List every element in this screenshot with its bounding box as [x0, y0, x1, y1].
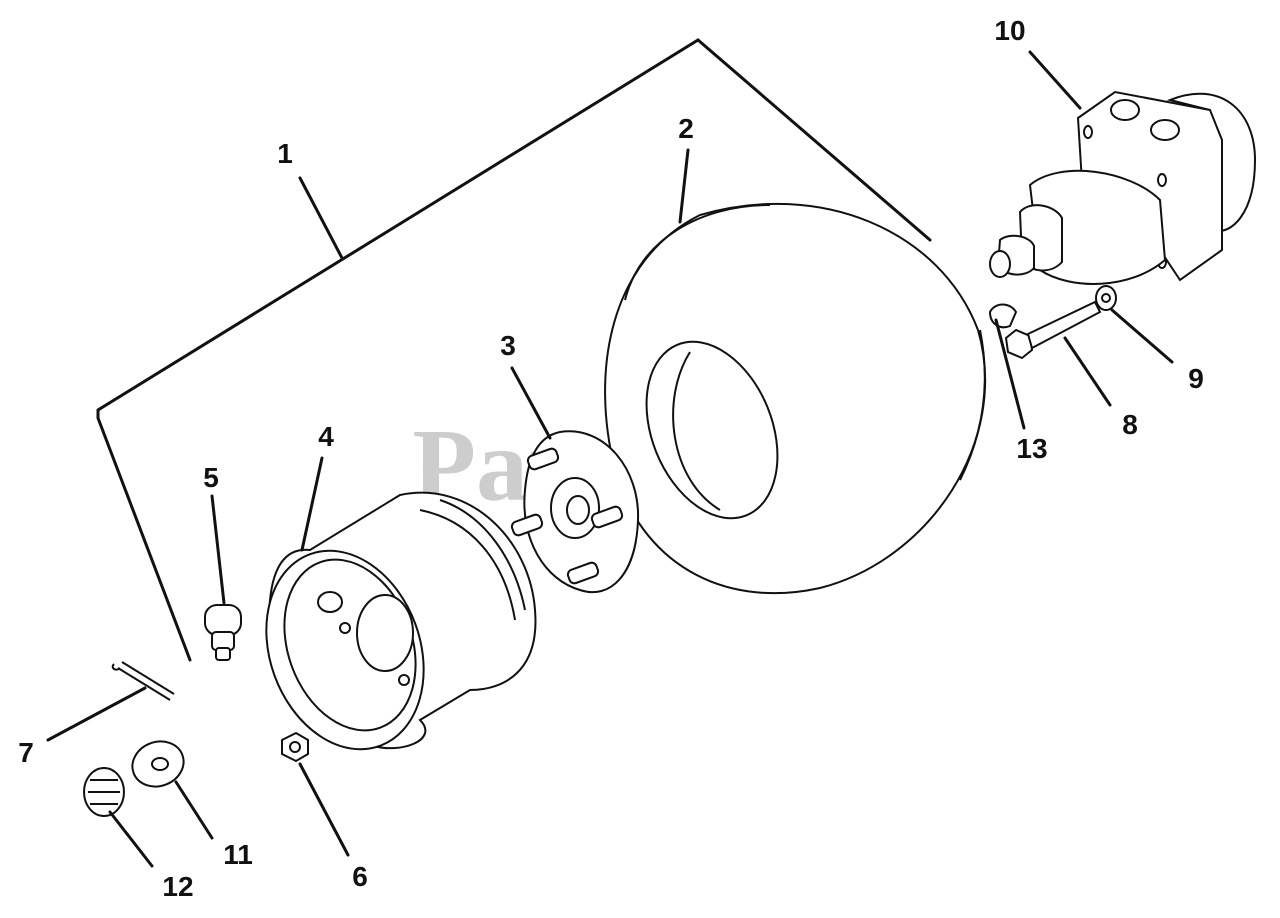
callout-11: 11 — [223, 839, 253, 870]
leader-1 — [298, 176, 344, 260]
callout-9: 9 — [1188, 363, 1204, 394]
leader-7 — [46, 686, 147, 742]
flat-washer — [131, 740, 185, 788]
callout-5: 5 — [203, 462, 219, 493]
callout-12: 12 — [162, 871, 193, 902]
key — [988, 303, 1018, 329]
assembly-bracket — [96, 38, 932, 662]
callout-2: 2 — [678, 113, 694, 144]
callout-6: 6 — [352, 861, 368, 892]
leader-4 — [300, 456, 324, 552]
tire — [604, 202, 987, 595]
leader-8 — [1063, 336, 1112, 407]
callout-1: 1 — [277, 138, 293, 169]
callout-13: 13 — [1016, 433, 1047, 464]
callout-3: 3 — [500, 330, 516, 361]
lock-nut — [1095, 285, 1117, 311]
callout-7: 7 — [18, 737, 34, 768]
leader-5 — [210, 494, 226, 605]
leader-12 — [108, 810, 154, 868]
leader-11 — [174, 780, 214, 840]
leader-9 — [1110, 308, 1174, 364]
wheel-motor — [989, 90, 1257, 285]
lug-nut — [281, 731, 309, 763]
cotter-pin — [111, 661, 175, 701]
callout-10: 10 — [994, 15, 1025, 46]
callout-8: 8 — [1122, 409, 1138, 440]
valve-stem — [204, 604, 242, 661]
rim — [265, 491, 537, 751]
bolt — [1004, 300, 1102, 360]
hub-plate — [510, 430, 640, 594]
castle-nut — [83, 767, 125, 817]
leader-13 — [994, 318, 1026, 430]
leader-3 — [510, 366, 552, 440]
leader-10 — [1028, 50, 1082, 110]
leader-6 — [298, 762, 350, 857]
leader-2 — [678, 148, 690, 224]
callout-4: 4 — [318, 421, 334, 452]
